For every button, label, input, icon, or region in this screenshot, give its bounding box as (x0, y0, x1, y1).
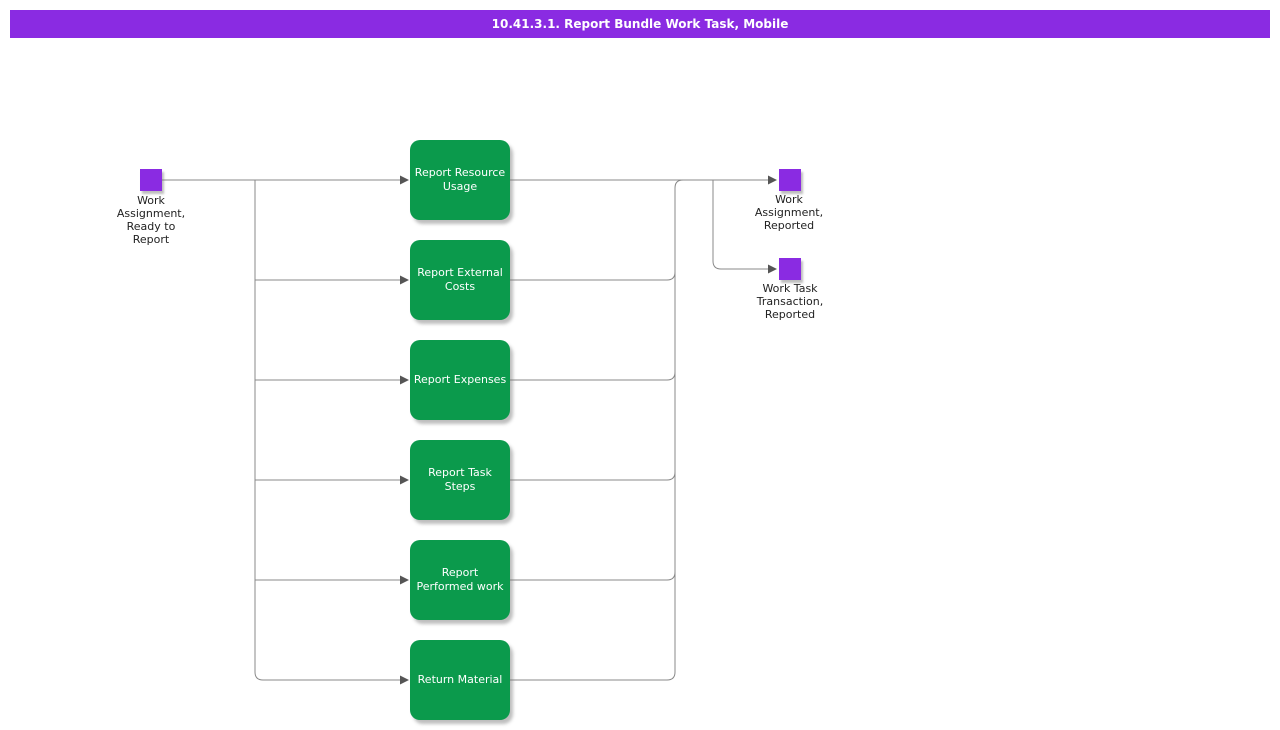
activity-report-resource-usage[interactable]: Report Resource Usage (410, 140, 510, 220)
arrowhead-activity6 (400, 675, 409, 685)
activity-report-external-costs[interactable]: Report External Costs (410, 240, 510, 320)
activity-label: Report Expenses (413, 373, 507, 386)
arrowhead-activity2 (400, 275, 409, 285)
fork-trunk (254, 180, 400, 681)
activity-report-expenses[interactable]: Report Expenses (410, 340, 510, 420)
activity-report-performed-work[interactable]: Report Performed work (410, 540, 510, 620)
arrowhead-end1 (768, 175, 777, 185)
activity-label: Report Task Steps (428, 466, 492, 493)
activity-return-material[interactable]: Return Material (410, 640, 510, 720)
activity-report-task-steps[interactable]: Report Task Steps (410, 440, 510, 520)
activity-label: Return Material (417, 673, 503, 686)
merge-trunk (674, 179, 684, 672)
state-label-ready-to-report: Work Assignment, Ready to Report (116, 194, 186, 246)
state-label-work-task-transaction-reported: Work Task Transaction, Reported (756, 282, 824, 321)
diagram-title-bar: 10.41.3.1. Report Bundle Work Task, Mobi… (10, 10, 1270, 38)
activity-label: Report Performed work (416, 566, 504, 593)
merge-activity6 (510, 671, 676, 681)
arrowhead-activity3 (400, 375, 409, 385)
arrowhead-activity5 (400, 575, 409, 585)
state-label-work-assignment-reported: Work Assignment, Reported (754, 193, 824, 232)
diagram-title: 10.41.3.1. Report Bundle Work Task, Mobi… (491, 17, 789, 31)
arrowhead-end2 (768, 264, 777, 274)
arrowhead-activity4 (400, 475, 409, 485)
arrowhead-activity1 (400, 175, 409, 185)
merge-activity3 (510, 371, 676, 381)
state-work-assignment-ready-to-report[interactable] (140, 169, 162, 191)
state-work-task-transaction-reported[interactable] (779, 258, 801, 280)
activity-label: Report Resource Usage (414, 166, 506, 193)
merge-activity4 (510, 471, 676, 481)
activity-label: Report External Costs (417, 266, 503, 293)
merge-activity5 (510, 571, 676, 581)
merge-activity2 (510, 271, 676, 281)
state-work-assignment-reported[interactable] (779, 169, 801, 191)
